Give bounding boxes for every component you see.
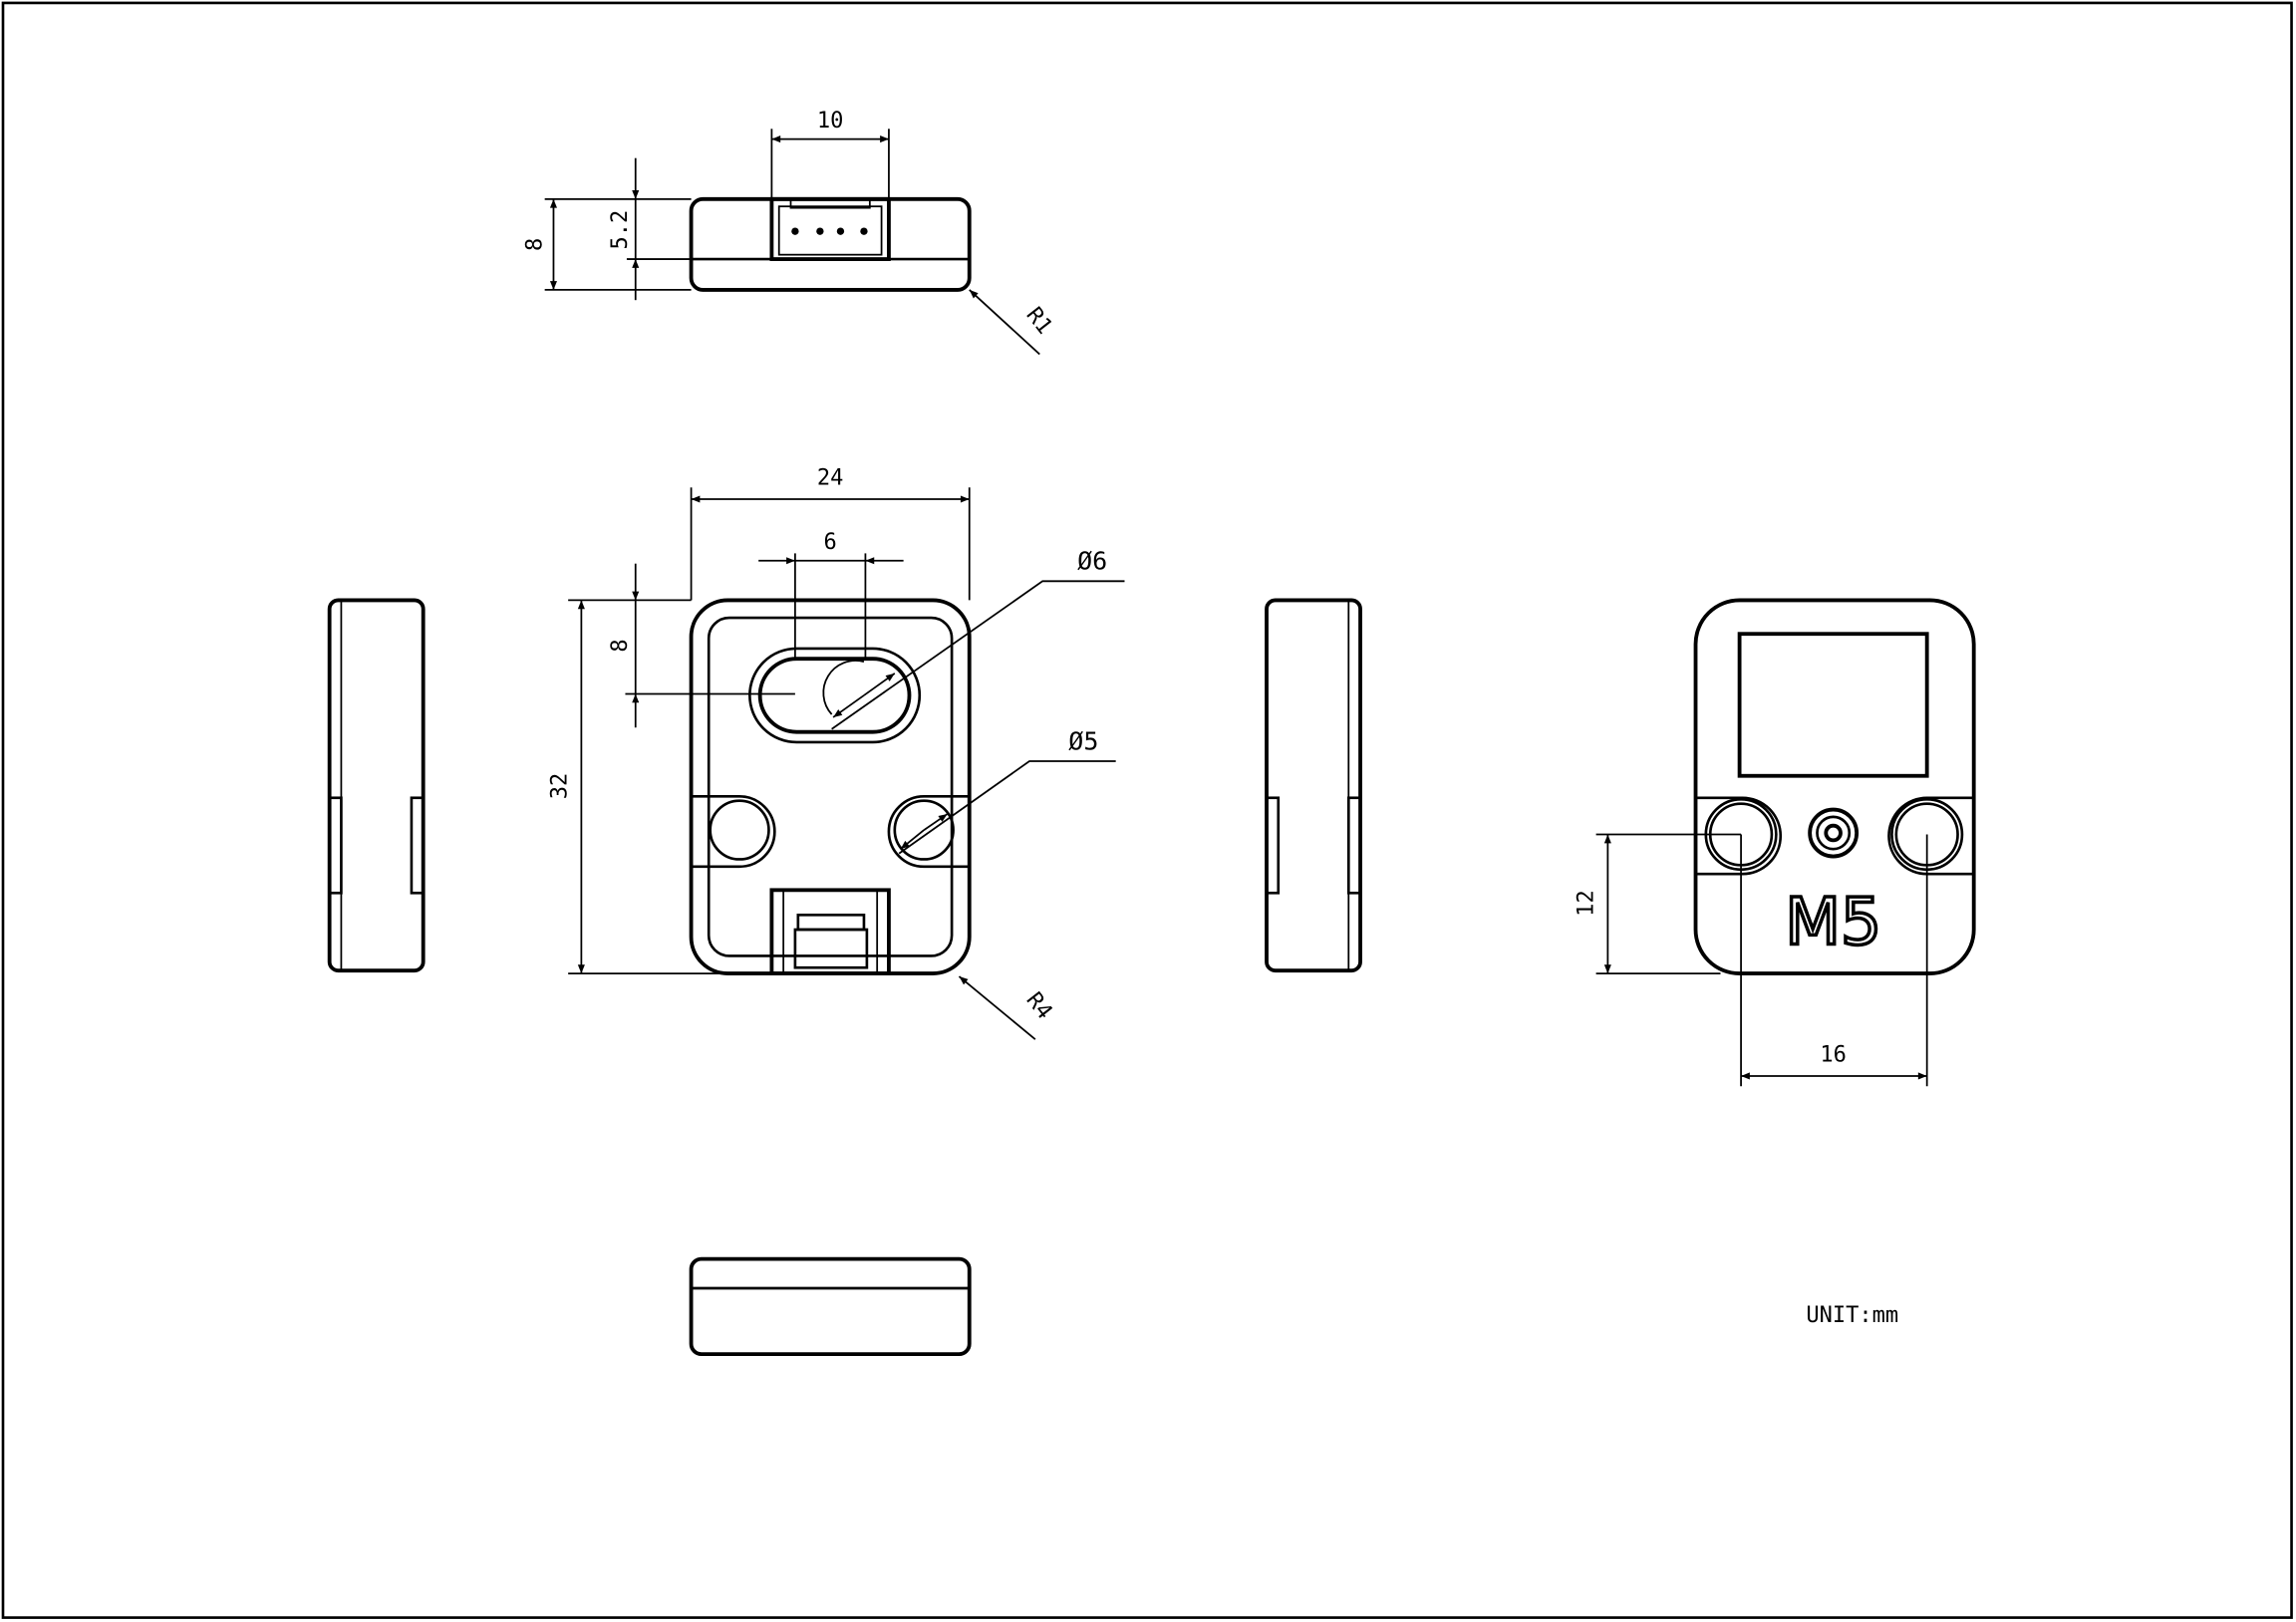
mounting-hole-left — [709, 799, 770, 861]
dim-hole-spacing: 16 — [1820, 1042, 1847, 1067]
bottom-view — [689, 1256, 972, 1357]
left-side-view — [327, 598, 426, 973]
dim-width: 24 — [817, 465, 844, 490]
dim-hole-diameter: Ø5 — [1068, 726, 1098, 755]
m5-logo: M5 — [1785, 886, 1881, 960]
top-view: 10 8 5.2 R1 — [523, 109, 1057, 356]
dim-radius-r4: R4 — [1021, 988, 1057, 1024]
unit-label: UNIT:mm — [1806, 1303, 1898, 1328]
connector-pins — [791, 227, 868, 235]
back-view: 24 6 32 8 Ø6 Ø5 R4 — [548, 465, 1125, 1040]
dim-hole-height: 12 — [1575, 890, 1599, 917]
front-view: M5 12 16 — [1575, 598, 1976, 1087]
dim-slot-offset: 8 — [608, 639, 633, 652]
dim-connector-width: 10 — [817, 109, 844, 134]
dim-slot-diameter: Ø6 — [1077, 547, 1107, 576]
right-side-view — [1265, 598, 1362, 973]
dim-radius-r1: R1 — [1021, 303, 1057, 339]
dim-height: 32 — [548, 773, 573, 800]
display-screen — [1737, 632, 1929, 778]
dim-slot-width: 6 — [824, 530, 837, 555]
dim-height-total: 8 — [523, 238, 548, 251]
mounting-hole-right — [893, 799, 955, 861]
dim-height-connector: 5.2 — [608, 210, 633, 250]
button-icon — [1808, 807, 1860, 859]
